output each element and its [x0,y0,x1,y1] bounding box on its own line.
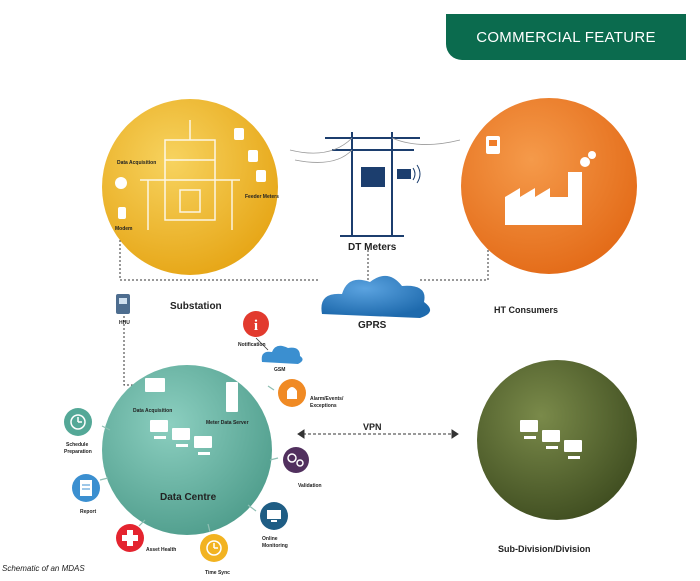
online-monitoring-icon [260,502,288,530]
dt-pole-icon [325,132,421,237]
substation-data-acquisition-label: Data Acquisition [117,160,156,166]
power-lines [289,137,461,163]
substation-structure-icon [140,120,240,230]
feeder-meters-label: Feeder Meters [245,194,279,200]
dt-meters-label: DT Meters [348,242,397,253]
hhu-label: HHU [119,320,130,326]
report-icon [72,474,100,502]
factory-icon [505,151,596,225]
substation-meter-icons [115,128,266,219]
meter-icon [486,136,500,154]
notification-label: Notification [238,342,266,348]
asset-health-label: Asset Health [146,547,176,553]
subdivision-node [477,360,637,520]
substation-node: Data Acquisition Feeder Meters Modem [102,99,279,275]
gprs-label: GPRS [358,320,387,331]
ht-consumers-label: HT Consumers [494,305,558,315]
data-centre-label: Data Centre [160,492,217,503]
gsm-label: GSM [274,367,285,373]
gprs-cloud-icon [321,275,431,318]
online-monitoring-label-line1: Online [262,536,278,542]
gsm-cloud-icon [261,345,303,364]
vpn-label: VPN [363,422,382,432]
data-centre-node: Data Acquisition Meter Data Server Data … [102,365,272,535]
hhu-icon [116,294,130,314]
subdivision-label: Sub-Division/Division [498,544,591,554]
datacentre-computers-icon [145,378,238,455]
schedule-label-line1: Schedule [66,442,88,448]
validation-icon [283,447,309,473]
vpn-arrow [297,429,459,439]
notification-icon: i [243,311,269,337]
figure-caption: Schematic of an MDAS [2,564,85,573]
meter-data-server-label: Meter Data Server [206,420,249,426]
asset-health-icon [116,524,144,552]
time-sync-label: Time Sync [205,570,230,576]
alarm-label-line2: Exceptions [310,403,337,409]
online-monitoring-label-line2: Monitoring [262,543,288,549]
ht-consumers-node [461,98,637,274]
notification-connector [255,337,269,351]
validation-label: Validation [298,483,322,489]
service-arrows [99,385,279,533]
schedule-icon [64,408,92,436]
modem-label: Modem [115,226,133,232]
datacentre-data-acquisition-label: Data Acquisition [133,408,172,414]
alarm-icon [278,379,306,407]
svg-text:i: i [254,318,258,334]
report-label: Report [80,509,96,515]
subdivision-computers-icon [520,420,582,459]
substation-label: Substation [170,301,222,312]
schedule-label-line2: Preparation [64,449,92,455]
commercial-feature-badge: COMMERCIAL FEATURE [446,14,686,60]
time-sync-icon [200,534,228,562]
alarm-label-line1: Alarm/Events/ [310,396,344,402]
